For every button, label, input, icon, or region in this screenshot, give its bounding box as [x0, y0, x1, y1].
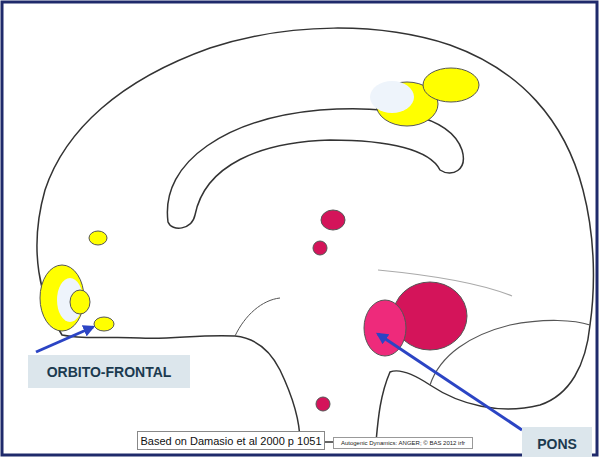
leader-arrow	[378, 334, 522, 430]
activation-yellow	[89, 231, 107, 245]
region-label-box: ORBITO-FRONTAL	[28, 355, 190, 388]
copyright-box: Autogenic Dynamics: ANGER; © BAS 2012 ir…	[333, 437, 473, 449]
activation-yellow	[94, 317, 114, 331]
region-label-box: PONS	[522, 427, 592, 457]
temporal-border	[235, 298, 280, 336]
source-note-box: Based on Damasio et al 2000 p 1051	[137, 431, 325, 450]
label-text: PONS	[537, 436, 577, 452]
activation-white	[370, 81, 414, 113]
label-text: ORBITO-FRONTAL	[47, 364, 172, 380]
label-text: Autogenic Dynamics: ANGER; © BAS 2012 ir…	[341, 440, 465, 446]
activation-yellow	[423, 68, 479, 102]
corpus-callosum	[167, 109, 463, 228]
activation-red	[316, 397, 330, 411]
leader-arrow	[36, 327, 93, 352]
activation-red	[313, 241, 327, 255]
activation-yellow	[70, 290, 90, 314]
activation-red	[321, 210, 345, 230]
label-text: Based on Damasio et al 2000 p 1051	[140, 435, 321, 447]
